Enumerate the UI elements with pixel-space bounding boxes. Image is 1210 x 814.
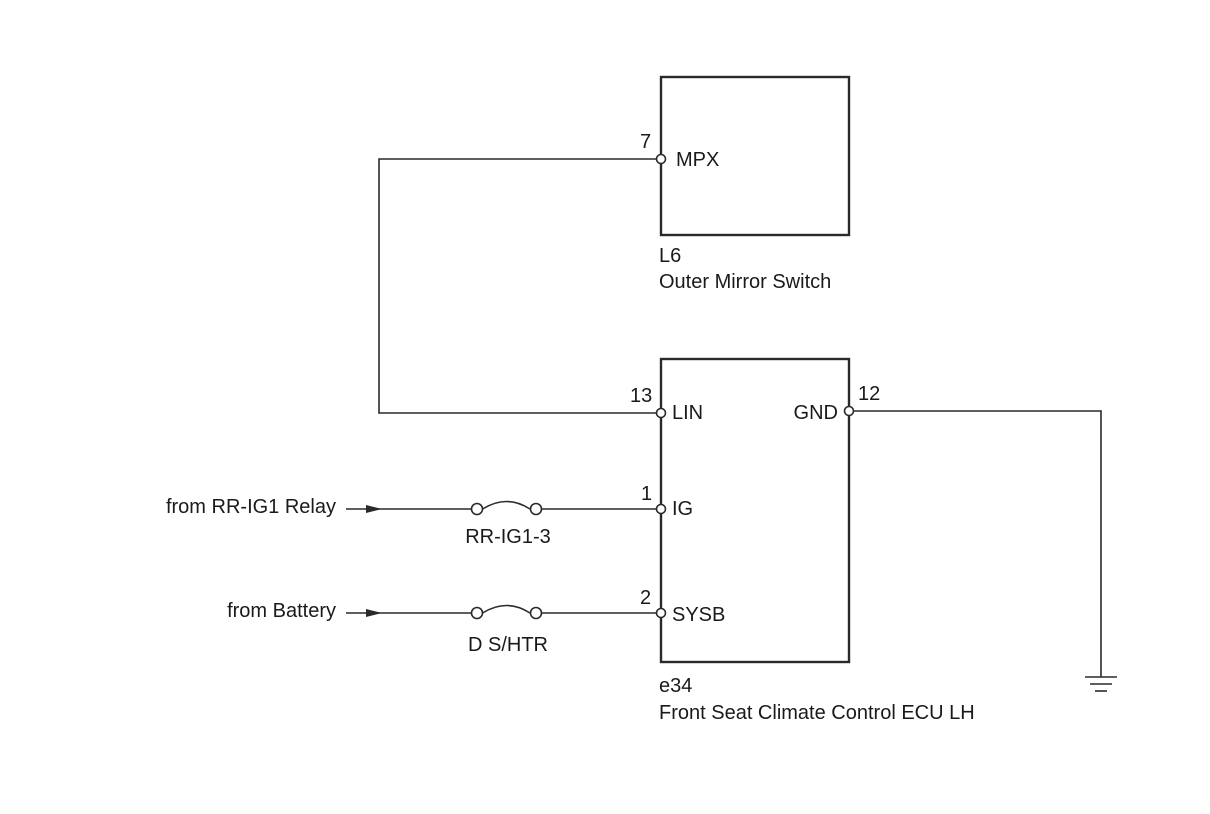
wire-mpx-lin bbox=[378, 158, 657, 414]
outer-mirror-switch-code: L6 bbox=[659, 245, 681, 267]
pin-name-mpx: MPX bbox=[676, 149, 719, 171]
pin-name-ig: IG bbox=[672, 498, 693, 520]
pin-name-gnd: GND bbox=[794, 402, 838, 424]
terminal-sysb bbox=[655, 607, 667, 619]
pin-number-sysb: 2 bbox=[640, 587, 651, 609]
arrow-icon bbox=[366, 609, 382, 617]
outer-mirror-switch-name: Outer Mirror Switch bbox=[659, 271, 831, 293]
pin-number-lin: 13 bbox=[630, 385, 652, 407]
terminal-ig bbox=[655, 503, 667, 515]
fuse-icon bbox=[470, 604, 543, 620]
fuse-label-rr-ig1-3: RR-IG1-3 bbox=[465, 526, 551, 548]
fuse-icon bbox=[470, 500, 543, 516]
source-label-rr-ig1-relay: from RR-IG1 Relay bbox=[166, 496, 336, 518]
fuse-label-d-s-htr: D S/HTR bbox=[468, 634, 548, 656]
source-label-battery: from Battery bbox=[227, 600, 336, 622]
ground-icon bbox=[1085, 676, 1117, 692]
terminal-mpx bbox=[655, 153, 667, 165]
pin-name-sysb: SYSB bbox=[672, 604, 725, 626]
pin-name-lin: LIN bbox=[672, 402, 703, 424]
ecu-code: e34 bbox=[659, 675, 692, 697]
pin-number-mpx: 7 bbox=[640, 131, 651, 153]
ecu-name: Front Seat Climate Control ECU LH bbox=[659, 702, 975, 724]
pin-number-gnd: 12 bbox=[858, 383, 880, 405]
terminal-lin bbox=[655, 407, 667, 419]
arrow-icon bbox=[366, 505, 382, 513]
wire-gnd-ground bbox=[853, 410, 1102, 677]
terminal-gnd bbox=[843, 405, 855, 417]
pin-number-ig: 1 bbox=[641, 483, 652, 505]
